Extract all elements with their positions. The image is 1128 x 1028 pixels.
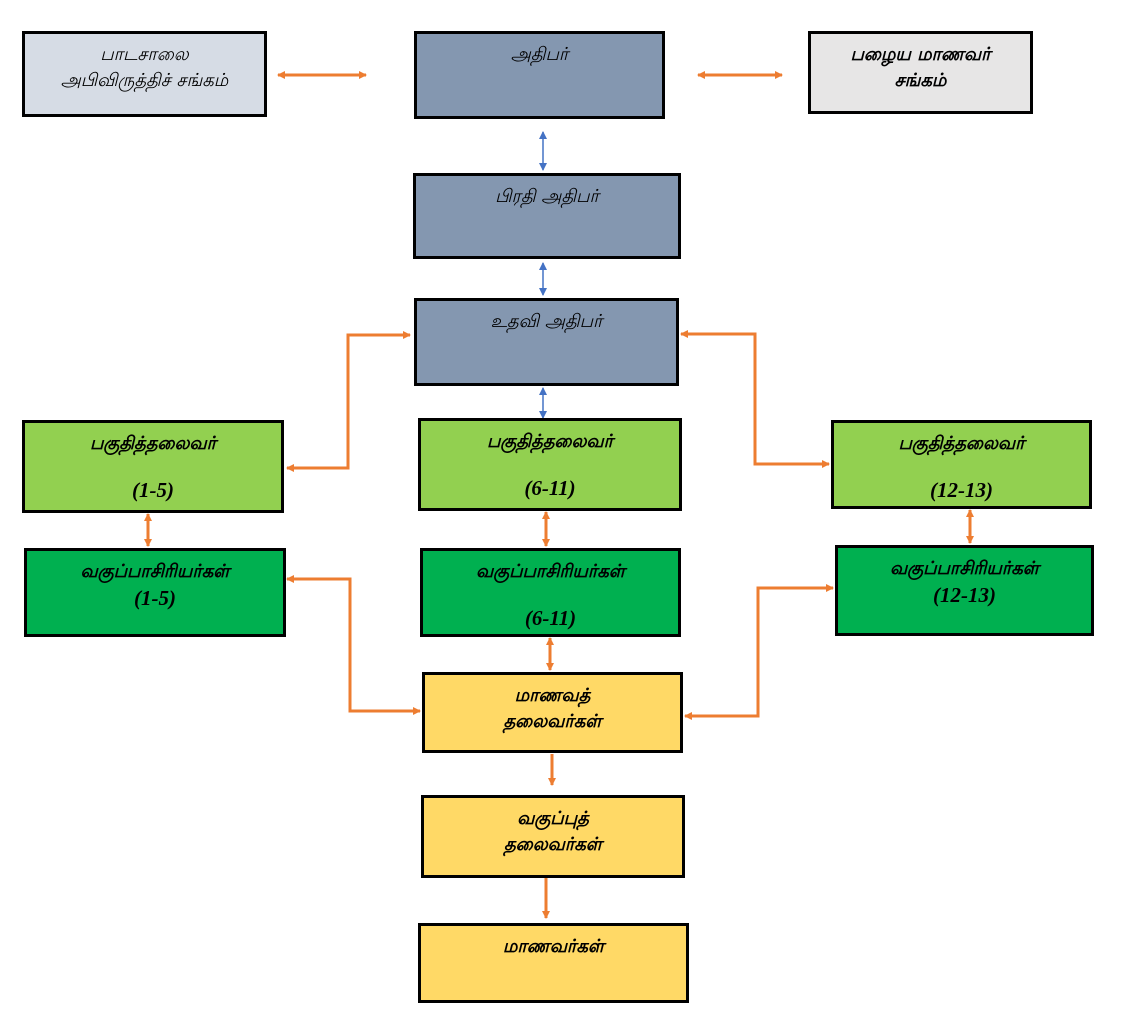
node-label: தலைவர்கள் — [503, 711, 602, 732]
node-grade-range: (1-5) — [134, 586, 176, 610]
node-grade-range: (6-11) — [524, 606, 577, 630]
node-school-development-society: பாடசாலை அபிவிருத்திச் சங்கம் — [22, 31, 267, 117]
node-section-head-6-11: பகுதித்தலைவர் (6-11) — [418, 418, 682, 511]
node-deputy-principal: பிரதி அதிபர் — [413, 173, 681, 259]
node-label: சங்கம் — [894, 70, 947, 91]
node-label: உதவி அதிபர் — [490, 311, 603, 332]
node-section-head-1-5: பகுதித்தலைவர் (1-5) — [22, 420, 284, 513]
node-label: பகுதித்தலைவர் — [898, 433, 1025, 454]
node-grade-range: (12-13) — [930, 478, 993, 502]
node-section-head-12-13: பகுதித்தலைவர் (12-13) — [831, 420, 1092, 509]
node-label: வகுப்புத் — [517, 808, 589, 829]
arrow-ct15-sl — [286, 575, 421, 715]
node-label: மாணவர்கள் — [502, 936, 605, 957]
node-label: பகுதித்தலைவர் — [486, 431, 614, 452]
node-label: அதிபர் — [510, 44, 569, 65]
node-label: மாணவத் — [514, 685, 591, 706]
node-label: வகுப்பாசிரியர்கள் — [476, 561, 625, 582]
node-grade-range: (12-13) — [933, 583, 996, 607]
node-label: பகுதித்தலைவர் — [89, 433, 217, 454]
arrow-assistant-sh15 — [286, 331, 411, 472]
arrow-assistant-sh1213 — [680, 330, 830, 468]
arrow-ct1213-sl — [684, 584, 834, 720]
node-label: வகுப்பாசிரியர்கள் — [80, 561, 230, 582]
node-grade-range: (1-5) — [132, 478, 174, 502]
node-principal: அதிபர் — [414, 31, 665, 119]
node-grade-range: (6-11) — [524, 476, 576, 500]
node-label: பாடசாலை — [100, 44, 189, 65]
node-class-leaders: வகுப்புத் தலைவர்கள் — [421, 795, 685, 878]
node-old-students-association: பழைய மாணவர் சங்கம் — [808, 31, 1033, 114]
node-students: மாணவர்கள் — [418, 923, 689, 1003]
node-assistant-principal: உதவி அதிபர் — [414, 298, 679, 386]
node-class-teachers-12-13: வகுப்பாசிரியர்கள் (12-13) — [835, 545, 1094, 636]
node-label: பழைய மாணவர் — [850, 44, 991, 65]
node-student-leaders: மாணவத் தலைவர்கள் — [422, 672, 683, 753]
node-label: அபிவிருத்திச் சங்கம் — [60, 70, 229, 91]
node-class-teachers-1-5: வகுப்பாசிரியர்கள் (1-5) — [24, 548, 286, 637]
node-label: பிரதி அதிபர் — [495, 186, 599, 207]
node-class-teachers-6-11: வகுப்பாசிரியர்கள் (6-11) — [420, 548, 681, 637]
node-label: தலைவர்கள் — [503, 834, 603, 855]
node-label: வகுப்பாசிரியர்கள் — [890, 558, 1039, 579]
